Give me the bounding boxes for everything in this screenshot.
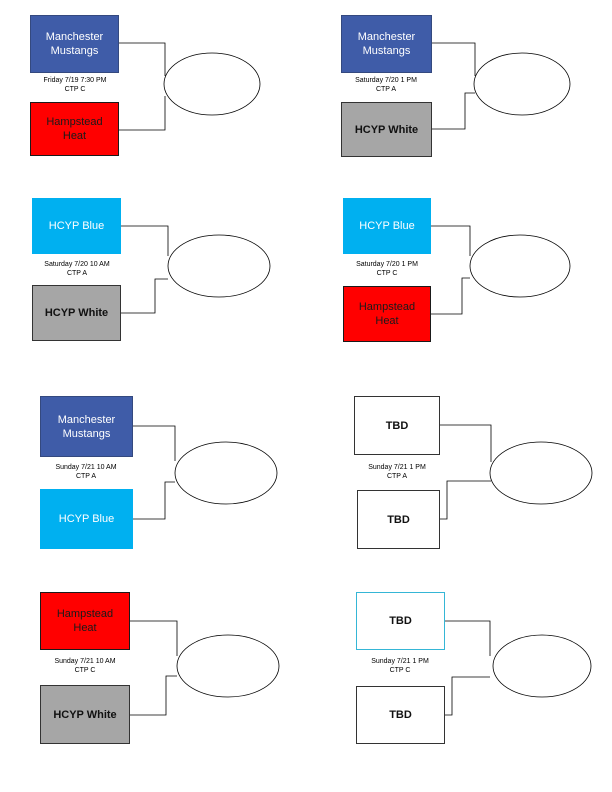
game-time: Saturday 7/20 1 PM xyxy=(355,77,417,84)
winner-oval xyxy=(469,234,571,298)
game-field: CTP A xyxy=(375,86,397,93)
team-box-hcyp-blue: HCYP Blue xyxy=(343,198,431,254)
game-field: CTP C xyxy=(64,86,86,93)
game-field: CTP A xyxy=(75,473,97,480)
game-time: Sunday 7/21 1 PM xyxy=(371,658,429,665)
connector-line xyxy=(121,278,168,314)
team-box-hcyp-white: HCYP White xyxy=(32,285,121,341)
connector-line xyxy=(445,676,490,716)
winner-oval xyxy=(176,634,280,698)
connector-line xyxy=(121,225,169,256)
connector-line xyxy=(133,425,176,461)
connector-line xyxy=(431,225,471,256)
game-time: Sunday 7/21 1 PM xyxy=(368,464,426,471)
connector-line xyxy=(440,424,492,462)
game-info: Sunday 7/21 1 PM CTP A xyxy=(342,463,452,481)
connector-line xyxy=(432,92,475,130)
team-box-tbd: TBD xyxy=(356,592,445,650)
game-info: Sunday 7/21 10 AM CTP C xyxy=(30,657,140,675)
winner-oval xyxy=(174,441,278,505)
game-field: CTP C xyxy=(376,270,398,277)
game-info: Sunday 7/21 1 PM CTP C xyxy=(345,657,455,675)
team-box-manchester-mustangs: Manchester Mustangs xyxy=(341,15,432,73)
connector-line xyxy=(130,675,177,716)
team-box-hcyp-white: HCYP White xyxy=(341,102,432,157)
team-box-manchester-mustangs: Manchester Mustangs xyxy=(40,396,133,457)
winner-oval xyxy=(473,52,571,116)
game-time: Friday 7/19 7:30 PM xyxy=(43,77,107,84)
team-box-hcyp-blue: HCYP Blue xyxy=(32,198,121,254)
game-info: Sunday 7/21 10 AM CTP A xyxy=(31,463,141,481)
winner-oval xyxy=(489,441,593,505)
connector-line xyxy=(119,96,166,131)
game-field: CTP C xyxy=(74,667,96,674)
team-box-tbd: TBD xyxy=(356,686,445,744)
team-box-hampstead-heat: Hampstead Heat xyxy=(343,286,431,342)
winner-oval xyxy=(163,52,261,116)
connector-line xyxy=(119,42,166,76)
connector-line xyxy=(445,620,491,656)
team-box-tbd: TBD xyxy=(354,396,440,455)
game-time: Sunday 7/21 10 AM xyxy=(55,464,117,471)
connector-line xyxy=(133,481,175,520)
game-info: Saturday 7/20 1 PM CTP C xyxy=(332,260,442,278)
team-box-hcyp-white: HCYP White xyxy=(40,685,130,744)
winner-oval xyxy=(167,234,271,298)
team-box-hcyp-blue: HCYP Blue xyxy=(40,489,133,549)
game-field: CTP A xyxy=(386,473,408,480)
team-box-tbd: TBD xyxy=(357,490,440,549)
winner-oval xyxy=(492,634,592,698)
connector-line xyxy=(432,42,476,76)
game-time: Saturday 7/20 1 PM xyxy=(356,261,418,268)
connector-line xyxy=(130,620,178,656)
team-box-hampstead-heat: Hampstead Heat xyxy=(40,592,130,650)
game-info: Saturday 7/20 10 AM CTP A xyxy=(22,260,132,278)
team-box-hampstead-heat: Hampstead Heat xyxy=(30,102,119,156)
connector-line xyxy=(440,480,491,520)
game-field: CTP C xyxy=(389,667,411,674)
game-time: Saturday 7/20 10 AM xyxy=(44,261,110,268)
game-info: Saturday 7/20 1 PM CTP A xyxy=(331,76,441,94)
game-time: Sunday 7/21 10 AM xyxy=(54,658,116,665)
connector-line xyxy=(431,277,470,315)
game-info: Friday 7/19 7:30 PM CTP C xyxy=(20,76,130,94)
game-field: CTP A xyxy=(66,270,88,277)
team-box-manchester-mustangs: Manchester Mustangs xyxy=(30,15,119,73)
